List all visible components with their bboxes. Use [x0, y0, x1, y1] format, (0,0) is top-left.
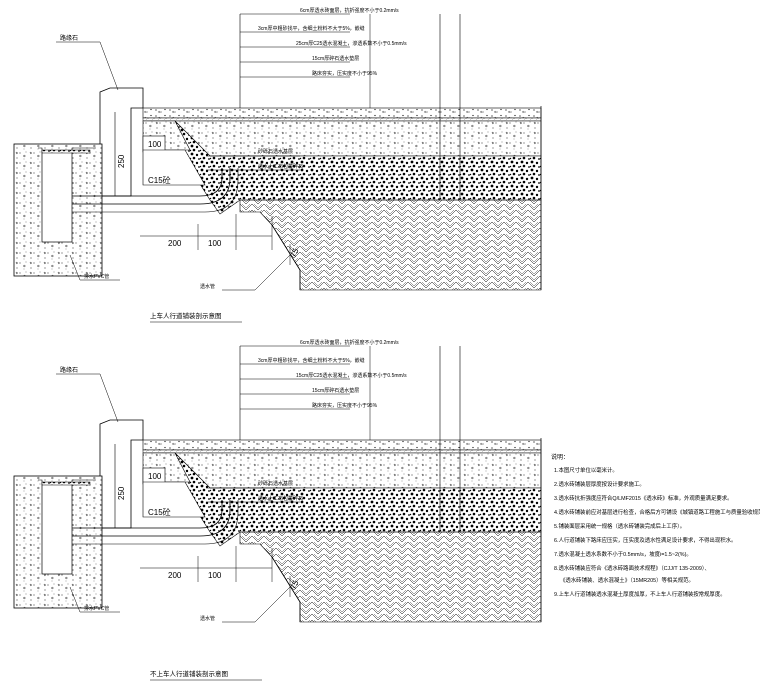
- pipe-label: 排水PVC管: [84, 273, 109, 280]
- curb-label: 路缘石: [60, 34, 78, 42]
- notes-block: 说明： 1.本图尺寸单位以毫米计。 2.透水砖铺装层厚度按设计要求施工。 3.透…: [551, 453, 760, 598]
- dim-100-box: 100: [148, 140, 162, 149]
- layer-label-4: 15cm厚碎石透水垫层: [312, 387, 359, 394]
- note-item-1: 1.本图尺寸单位以毫米计。: [554, 466, 618, 474]
- layer-label-4: 15cm厚碎石透水垫层: [312, 55, 359, 62]
- note-item-4: 4.透水砖铺装前应对基层进行检查，合格后方可铺设《城镇道路工程施工与质量验收规范…: [554, 508, 760, 516]
- layer-label-3: 25cm厚C25透水混凝土，渗透系数不小于0.5mm/s: [296, 40, 407, 47]
- layer-label-3: 15cm厚C25透水混凝土，渗透系数不小于0.5mm/s: [296, 372, 407, 379]
- caption-bottom: 不上车人行道铺装剖示意图: [150, 669, 228, 678]
- section-top-labels: 路缘石 6cm厚透水砖面层，抗折强度不小于0.2mm/s 3cm厚中粗砂找平，含…: [60, 7, 407, 323]
- dim-200: 200: [168, 571, 182, 580]
- concrete-label: C15砼: [148, 175, 171, 185]
- dim-250: 250: [117, 486, 126, 500]
- subbase-label-2: 透水土工布包覆碎石: [258, 495, 303, 502]
- note-item-2: 2.透水砖铺装层厚度按设计要求施工。: [554, 480, 645, 488]
- subbase-label-2: 透水土工布包覆碎石: [258, 163, 303, 170]
- layer-label-5: 路床夯实，压实度不小于95%: [312, 70, 378, 77]
- pipe-label: 排水PVC管: [84, 605, 109, 612]
- layer-label-1: 6cm厚透水砖面层，抗折强度不小于0.2mm/s: [300, 7, 399, 14]
- note-item-8-cont: 《透水砖铺装、透水混凝土》（15MR205）等相关规范。: [560, 576, 694, 584]
- dim-75: 75: [289, 246, 301, 258]
- dim-250: 250: [117, 154, 126, 168]
- layer-label-2: 3cm厚中粗砂找平，含细土粉料不大于5%，嵌缝: [258, 357, 365, 364]
- dim-100: 100: [208, 239, 222, 248]
- section-bottom-labels: 路缘石 6cm厚透水砖面层，抗折强度不小于0.2mm/s 3cm厚中粗砂找平，含…: [60, 339, 407, 681]
- caption-top: 上车人行道铺装剖示意图: [150, 311, 222, 320]
- note-item-6: 6.人行道铺装下路床应压实，压实度及透水性满足设计要求，不得出现积水。: [554, 536, 736, 544]
- layer-label-1: 6cm厚透水砖面层，抗折强度不小于0.2mm/s: [300, 339, 399, 346]
- note-item-5: 5.铺装面层采用统一规格（透水砖铺装完成后上工序）。: [554, 522, 685, 530]
- note-item-9: 9.上车人行道铺装透水混凝土厚度加厚，不上车人行道铺装按常规厚度。: [554, 590, 726, 598]
- subbase-label-1: 砂砾石透水基层: [258, 480, 293, 487]
- layer-label-5: 路床夯实，压实度不小于95%: [312, 402, 378, 409]
- concrete-label: C15砼: [148, 507, 171, 517]
- dim-100-box: 100: [148, 472, 162, 481]
- dim-200: 200: [168, 239, 182, 248]
- notes-heading: 说明：: [551, 453, 569, 461]
- layer-label-2: 3cm厚中粗砂找平，含细土粉料不大于5%，嵌缝: [258, 25, 365, 32]
- drain-label: 透水管: [200, 615, 215, 622]
- note-item-3: 3.透水砖抗折强度应符合Q/LMF2015《透水砖》标准，外观质量满足要求。: [554, 494, 733, 502]
- subbase-label-1: 砂砾石透水基层: [258, 148, 293, 155]
- dim-100: 100: [208, 571, 222, 580]
- curb-label: 路缘石: [60, 366, 78, 374]
- note-item-8: 8.透水砖铺装应符合《透水砖路面技术规程》（CJJ/T 135-2009）、: [554, 564, 710, 572]
- note-item-7: 7.透水混凝土透水系数不小于0.5mm/s，坡度i=1.5~2(%)。: [554, 550, 692, 558]
- drain-label: 透水管: [200, 283, 215, 290]
- dim-75: 75: [289, 578, 301, 590]
